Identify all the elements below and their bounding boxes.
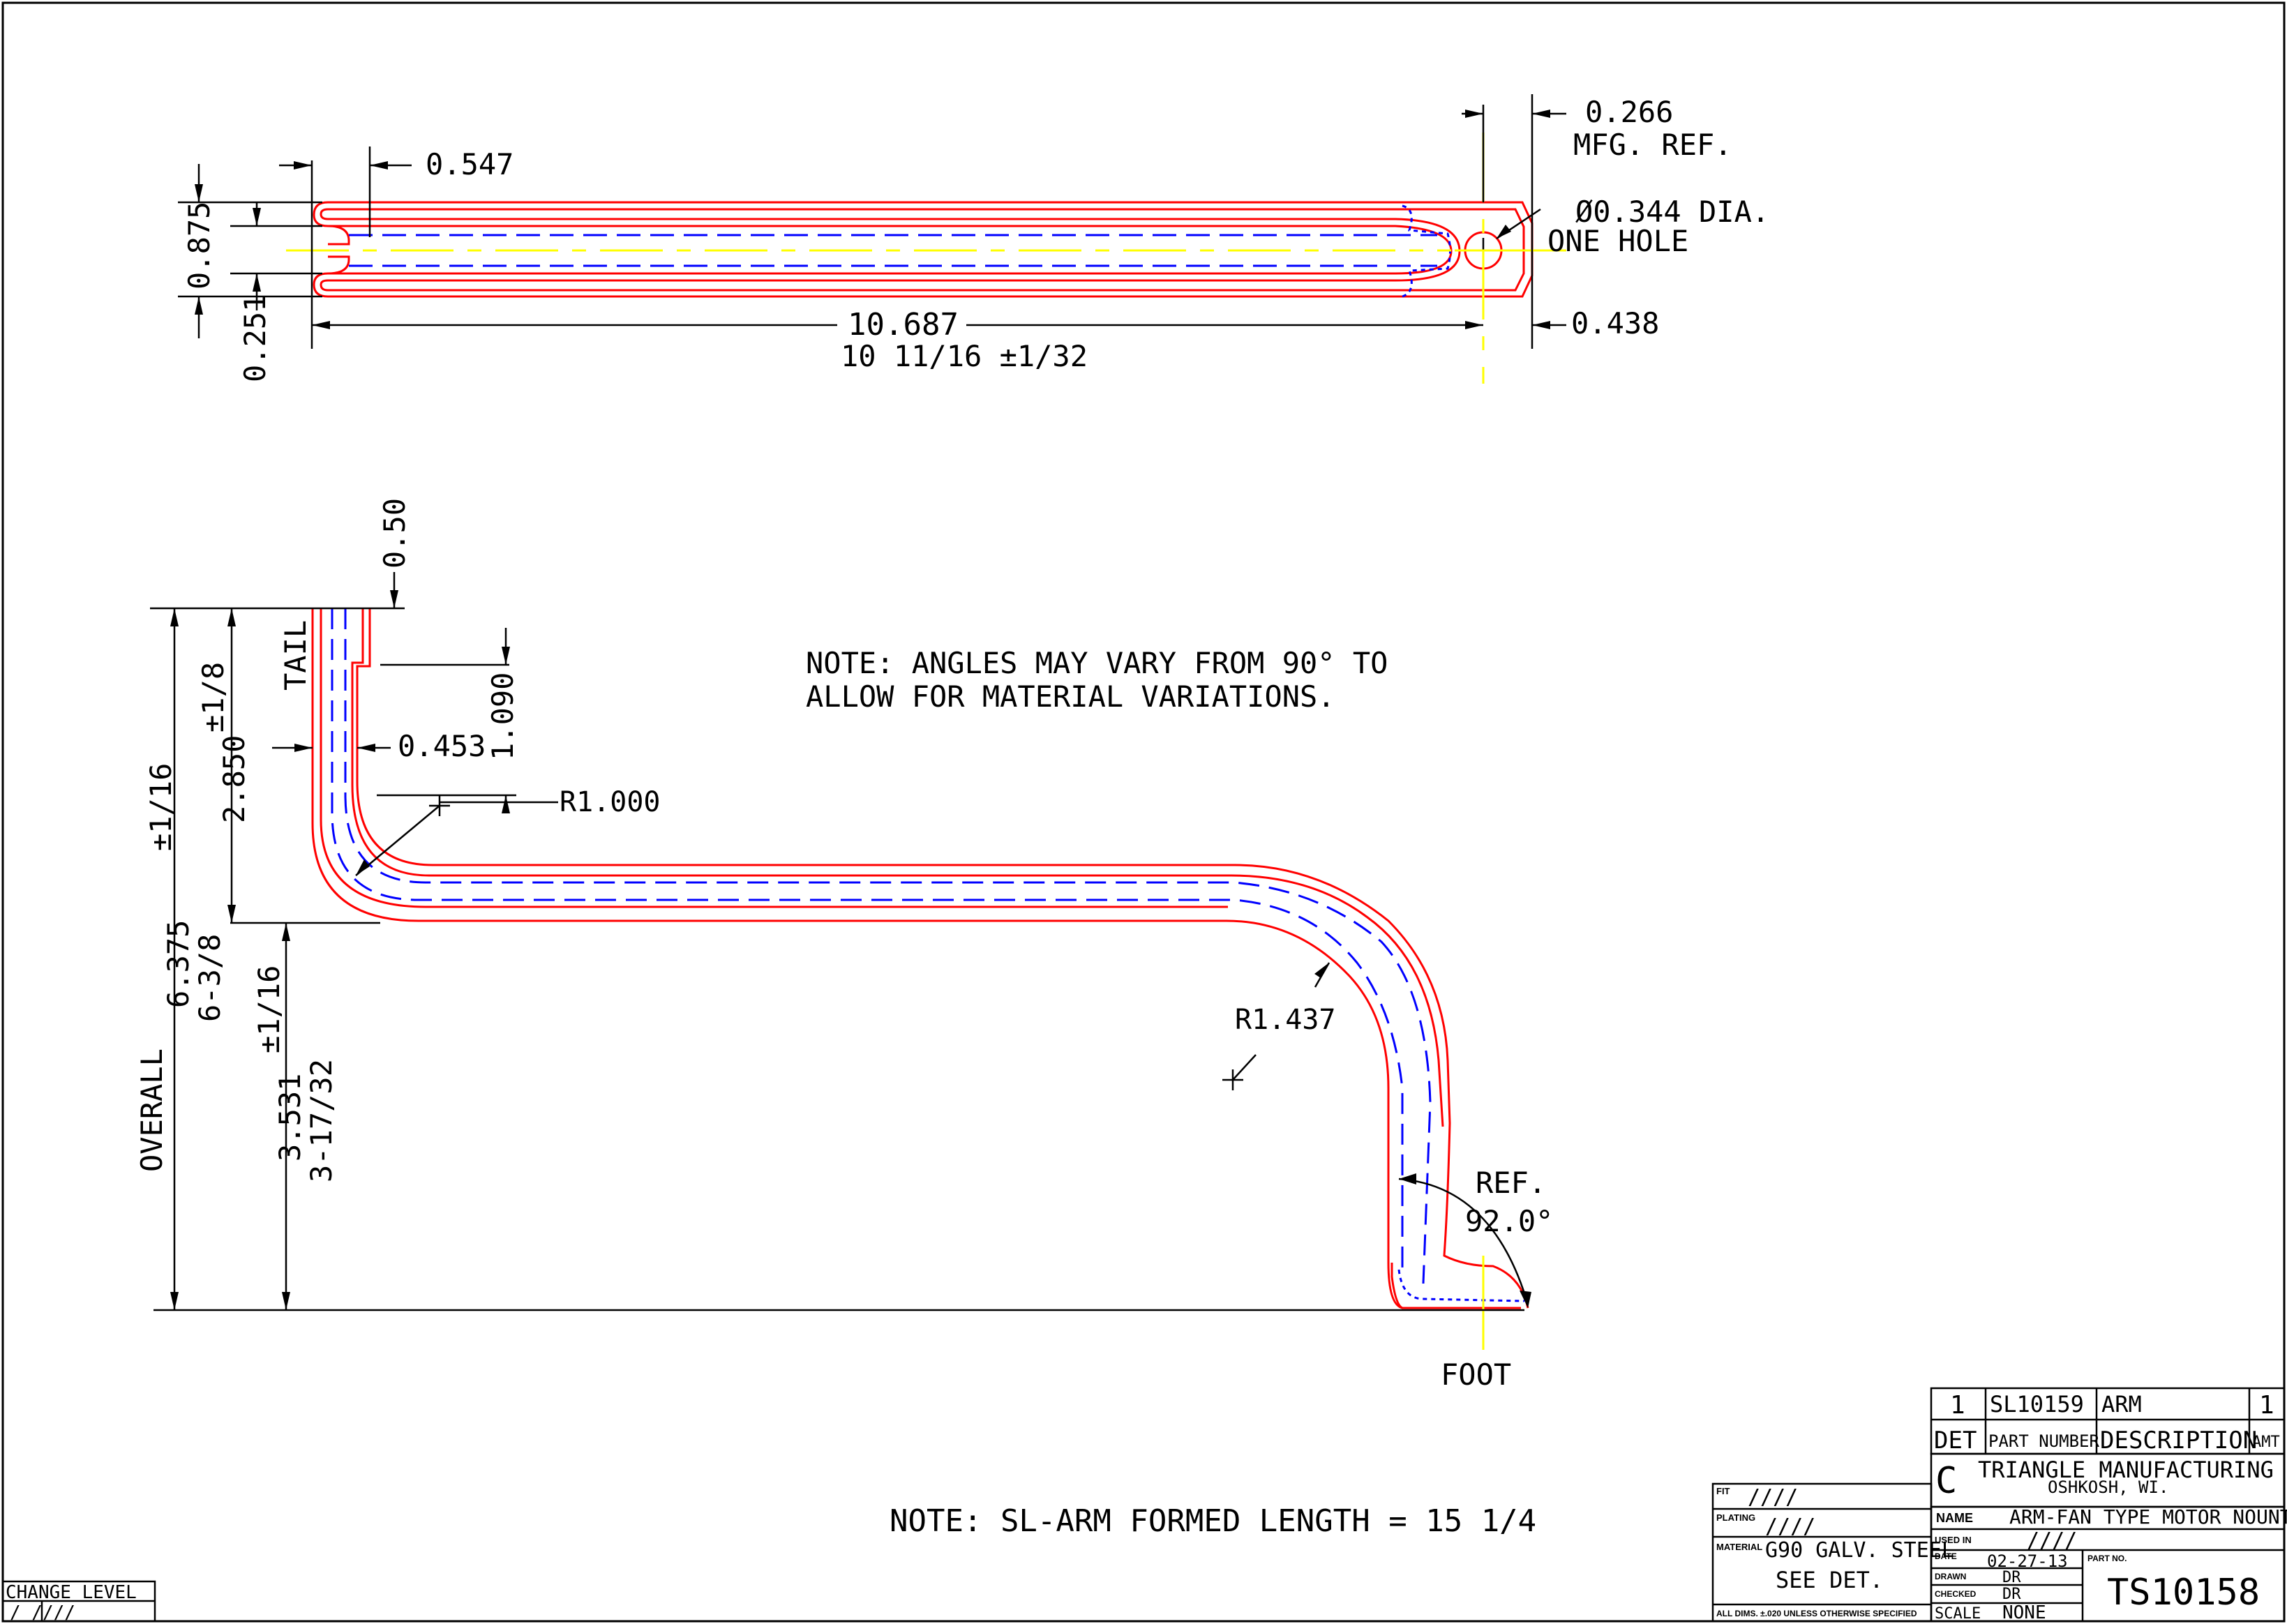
- hdr-part: PART NUMBER: [1988, 1431, 2099, 1451]
- fit-value: ////: [1748, 1485, 1798, 1510]
- dim-0453: 0.453: [398, 729, 486, 763]
- bom-desc: ARM: [2101, 1391, 2142, 1418]
- dim-3531: 3.531: [273, 1074, 307, 1161]
- change-level-label: CHANGE LEVEL: [6, 1582, 137, 1603]
- hdr-desc: DESCRIPTION: [2100, 1427, 2257, 1454]
- tol-1-16-b: ±1/16: [252, 965, 286, 1053]
- side-view-outer-profile: [311, 608, 1521, 1309]
- top-view-outline: [313, 201, 1534, 298]
- bom-det: 1: [1950, 1391, 1965, 1420]
- material-value: G90 GALV. STEEL: [1765, 1538, 1954, 1563]
- rev-letter: C: [1935, 1460, 1957, 1502]
- used-label: USED IN: [1935, 1535, 1972, 1545]
- bom-part: SL10159: [1990, 1391, 2084, 1418]
- side-view-hidden-foot: [1397, 1269, 1525, 1302]
- tol-1-16-a: ±1/16: [144, 763, 178, 851]
- drawn-label: DRAWN: [1935, 1572, 1966, 1581]
- dim-6375: 6.375: [161, 920, 195, 1008]
- dim-1090: 1.090: [486, 672, 520, 760]
- angle-note-line-2: ALLOW FOR MATERIAL VARIATIONS.: [806, 679, 1335, 714]
- angle-note-line-1: NOTE: ANGLES MAY VARY FROM 90° TO: [806, 646, 1388, 680]
- checked-value: DR: [2002, 1586, 2021, 1603]
- title-block: [1711, 1387, 2286, 1623]
- material-value-2: SEE DET.: [1776, 1567, 1883, 1593]
- drawn-value: DR: [2002, 1569, 2021, 1586]
- length-note: NOTE: SL-ARM FORMED LENGTH = 15 1/4: [890, 1503, 1536, 1539]
- scale-label: SCALE: [1935, 1605, 1981, 1623]
- side-view-inner-profile: [356, 608, 1529, 1309]
- center-marks: [429, 795, 1243, 1090]
- tol-1-8: ±1/8: [196, 662, 230, 732]
- dim-0547: 0.547: [426, 147, 513, 181]
- dim-0875: 0.875: [182, 202, 216, 290]
- dim-050: 0.50: [377, 498, 412, 569]
- checked-label: CHECKED: [1935, 1589, 1977, 1599]
- top-view: 0.266 MFG. REF. 0.547 Ø0.344 DIA. ONE HO…: [178, 94, 1769, 384]
- dim-3-17-32: 3-17/32: [304, 1059, 338, 1182]
- tolerance-note: ALL DIMS. ±.020 UNLESS OTHERWISE SPECIFI…: [1716, 1609, 1917, 1618]
- ref-label: REF.: [1476, 1166, 1546, 1200]
- hdr-amt: AMT: [2252, 1434, 2280, 1451]
- bom-amt: 1: [2259, 1391, 2274, 1420]
- fold-tab-bottom: [327, 255, 350, 275]
- hdr-det: DET: [1934, 1427, 1977, 1454]
- company-city: OSHKOSH, WI.: [2048, 1478, 2168, 1497]
- date-label: DATE: [1935, 1551, 1957, 1561]
- part-no-value: TS10158: [2107, 1572, 2260, 1614]
- part-no-label: PART NO.: [2087, 1554, 2127, 1563]
- radius-1: R1.000: [560, 786, 661, 818]
- dim-0251: 0.251: [238, 294, 272, 382]
- plating-label: PLATING: [1716, 1512, 1755, 1523]
- side-view-hidden-1: [331, 608, 1404, 1270]
- dim-one-hole: ONE HOLE: [1547, 224, 1688, 258]
- tail-label: TAIL: [278, 620, 313, 691]
- dim-length: 10.687: [848, 307, 959, 343]
- material-label: MATERIAL: [1716, 1542, 1762, 1552]
- angle-arrow-1: [1399, 1173, 1416, 1185]
- top-view-inner-outline: [320, 208, 1525, 292]
- dim-0266: 0.266: [1585, 95, 1673, 129]
- fold-tab-top: [327, 225, 350, 246]
- name-value: ARM-FAN TYPE MOTOR NOUNT: [2009, 1505, 2287, 1528]
- side-view-outer-profile-2: [320, 608, 1228, 908]
- scale-value: NONE: [2002, 1602, 2046, 1623]
- angle-arrow-2: [1520, 1291, 1531, 1308]
- overall-label: OVERALL: [135, 1048, 169, 1172]
- radius-2: R1.437: [1235, 1004, 1336, 1036]
- change-level-box: CHANGE LEVEL / ////: [1, 1580, 156, 1623]
- side-view-hidden-2: [344, 608, 1432, 1284]
- plating-value: ////: [1765, 1514, 1815, 1539]
- dim-hole-dia: Ø0.344 DIA.: [1575, 195, 1769, 229]
- angle-value: 92.0°: [1465, 1204, 1553, 1238]
- side-dim-arrows: [170, 590, 1329, 1310]
- title-block-text: 1 SL10159 ARM 1 DET PART NUMBER DESCRIPT…: [1716, 1391, 2287, 1623]
- dim-length-frac: 10 11/16 ±1/32: [841, 339, 1088, 373]
- date-value: 02-27-13: [1987, 1551, 2068, 1571]
- side-view-inner-profile-2: [351, 608, 1444, 1127]
- change-level-value: / ////: [10, 1602, 75, 1623]
- top-dim-arrows: [195, 110, 1550, 329]
- dim-mfg-ref: MFG. REF.: [1573, 128, 1732, 162]
- fit-label: FIT: [1716, 1486, 1730, 1496]
- name-label: NAME: [1936, 1511, 1973, 1525]
- company-name: TRIANGLE MANUFACTURING CO.: [1978, 1457, 2287, 1483]
- used-value: ////: [2027, 1528, 2077, 1553]
- dim-2850: 2.850: [217, 735, 251, 823]
- dim-6-3-8: 6-3/8: [193, 934, 227, 1022]
- dim-0438: 0.438: [1571, 306, 1659, 340]
- side-view: 0.50 TAIL ±1/8 2.850 0.453 1.090 R1.000 …: [135, 498, 1553, 1392]
- foot-label: FOOT: [1441, 1358, 1511, 1392]
- side-view-foot-inner: [1390, 1263, 1403, 1309]
- angle-arc: [1398, 1178, 1529, 1305]
